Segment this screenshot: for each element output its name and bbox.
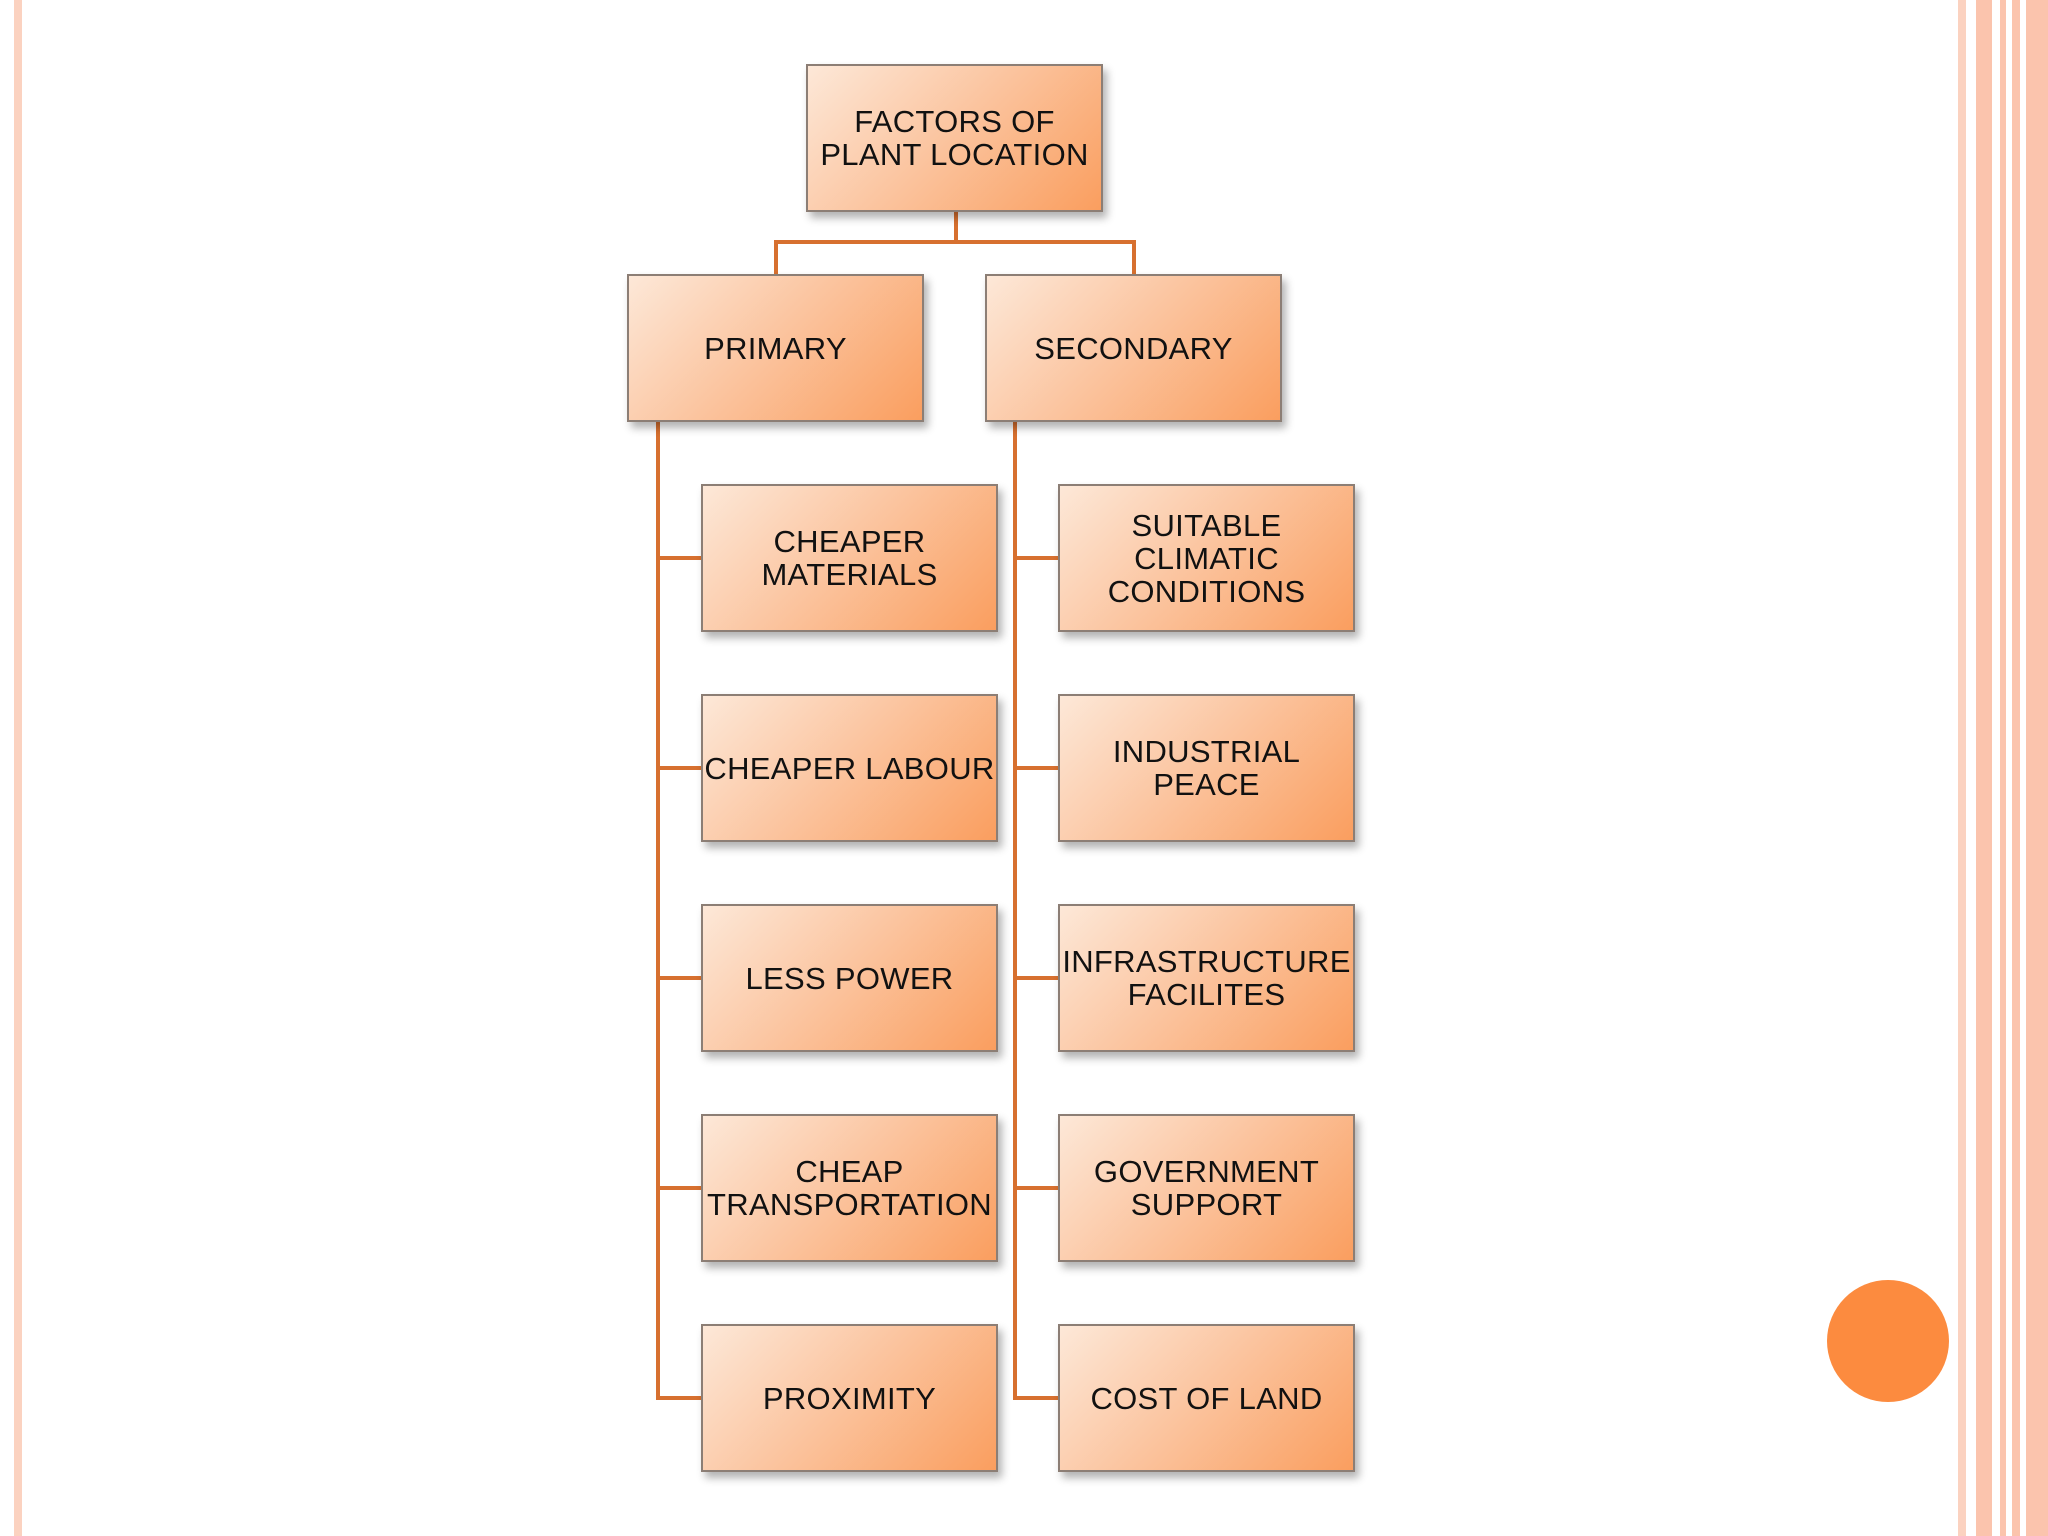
- node-primary-item-5: PROXIMITY: [701, 1324, 998, 1472]
- connector-primary-tick-3: [656, 976, 702, 980]
- connector-root-stem: [954, 211, 958, 243]
- connector-secondary-tick-5: [1013, 1396, 1059, 1400]
- node-secondary-item-4: GOVERNMENT SUPPORT: [1058, 1114, 1355, 1262]
- connector-secondary-tick-3: [1013, 976, 1059, 980]
- connector-primary-tick-4: [656, 1186, 702, 1190]
- connector-secondary-tick-2: [1013, 766, 1059, 770]
- connector-primary-spine: [656, 420, 660, 1400]
- frame-stripe-right-3: [2000, 0, 2006, 1536]
- node-secondary-item-5: COST OF LAND: [1058, 1324, 1355, 1472]
- node-secondary-item-3: INFRASTRUCTURE FACILITES: [1058, 904, 1355, 1052]
- connector-secondary-drop: [1132, 240, 1136, 274]
- frame-stripe-right-2: [1976, 0, 1992, 1536]
- frame-stripe-right-5: [2026, 0, 2048, 1536]
- node-root: FACTORS OF PLANT LOCATION: [806, 64, 1103, 212]
- node-primary-item-3: LESS POWER: [701, 904, 998, 1052]
- connector-primary-tick-5: [656, 1396, 702, 1400]
- frame-stripe-right-1: [1958, 0, 1966, 1536]
- node-secondary-item-2: INDUSTRIAL PEACE: [1058, 694, 1355, 842]
- node-primary-item-1: CHEAPER MATERIALS: [701, 484, 998, 632]
- connector-primary-tick-1: [656, 556, 702, 560]
- connector-secondary-spine: [1013, 420, 1017, 1400]
- node-primary-item-4: CHEAP TRANSPORTATION: [701, 1114, 998, 1262]
- connector-primary-drop: [774, 240, 778, 274]
- node-secondary-item-1: SUITABLE CLIMATIC CONDITIONS: [1058, 484, 1355, 632]
- connector-secondary-tick-1: [1013, 556, 1059, 560]
- node-secondary: SECONDARY: [985, 274, 1282, 422]
- frame-stripe-left: [14, 0, 22, 1536]
- node-primary: PRIMARY: [627, 274, 924, 422]
- frame-stripe-right-4: [2012, 0, 2020, 1536]
- connector-secondary-tick-4: [1013, 1186, 1059, 1190]
- node-primary-item-2: CHEAPER LABOUR: [701, 694, 998, 842]
- connector-primary-tick-2: [656, 766, 702, 770]
- connector-root-bar: [774, 240, 1136, 244]
- accent-circle: [1827, 1280, 1949, 1402]
